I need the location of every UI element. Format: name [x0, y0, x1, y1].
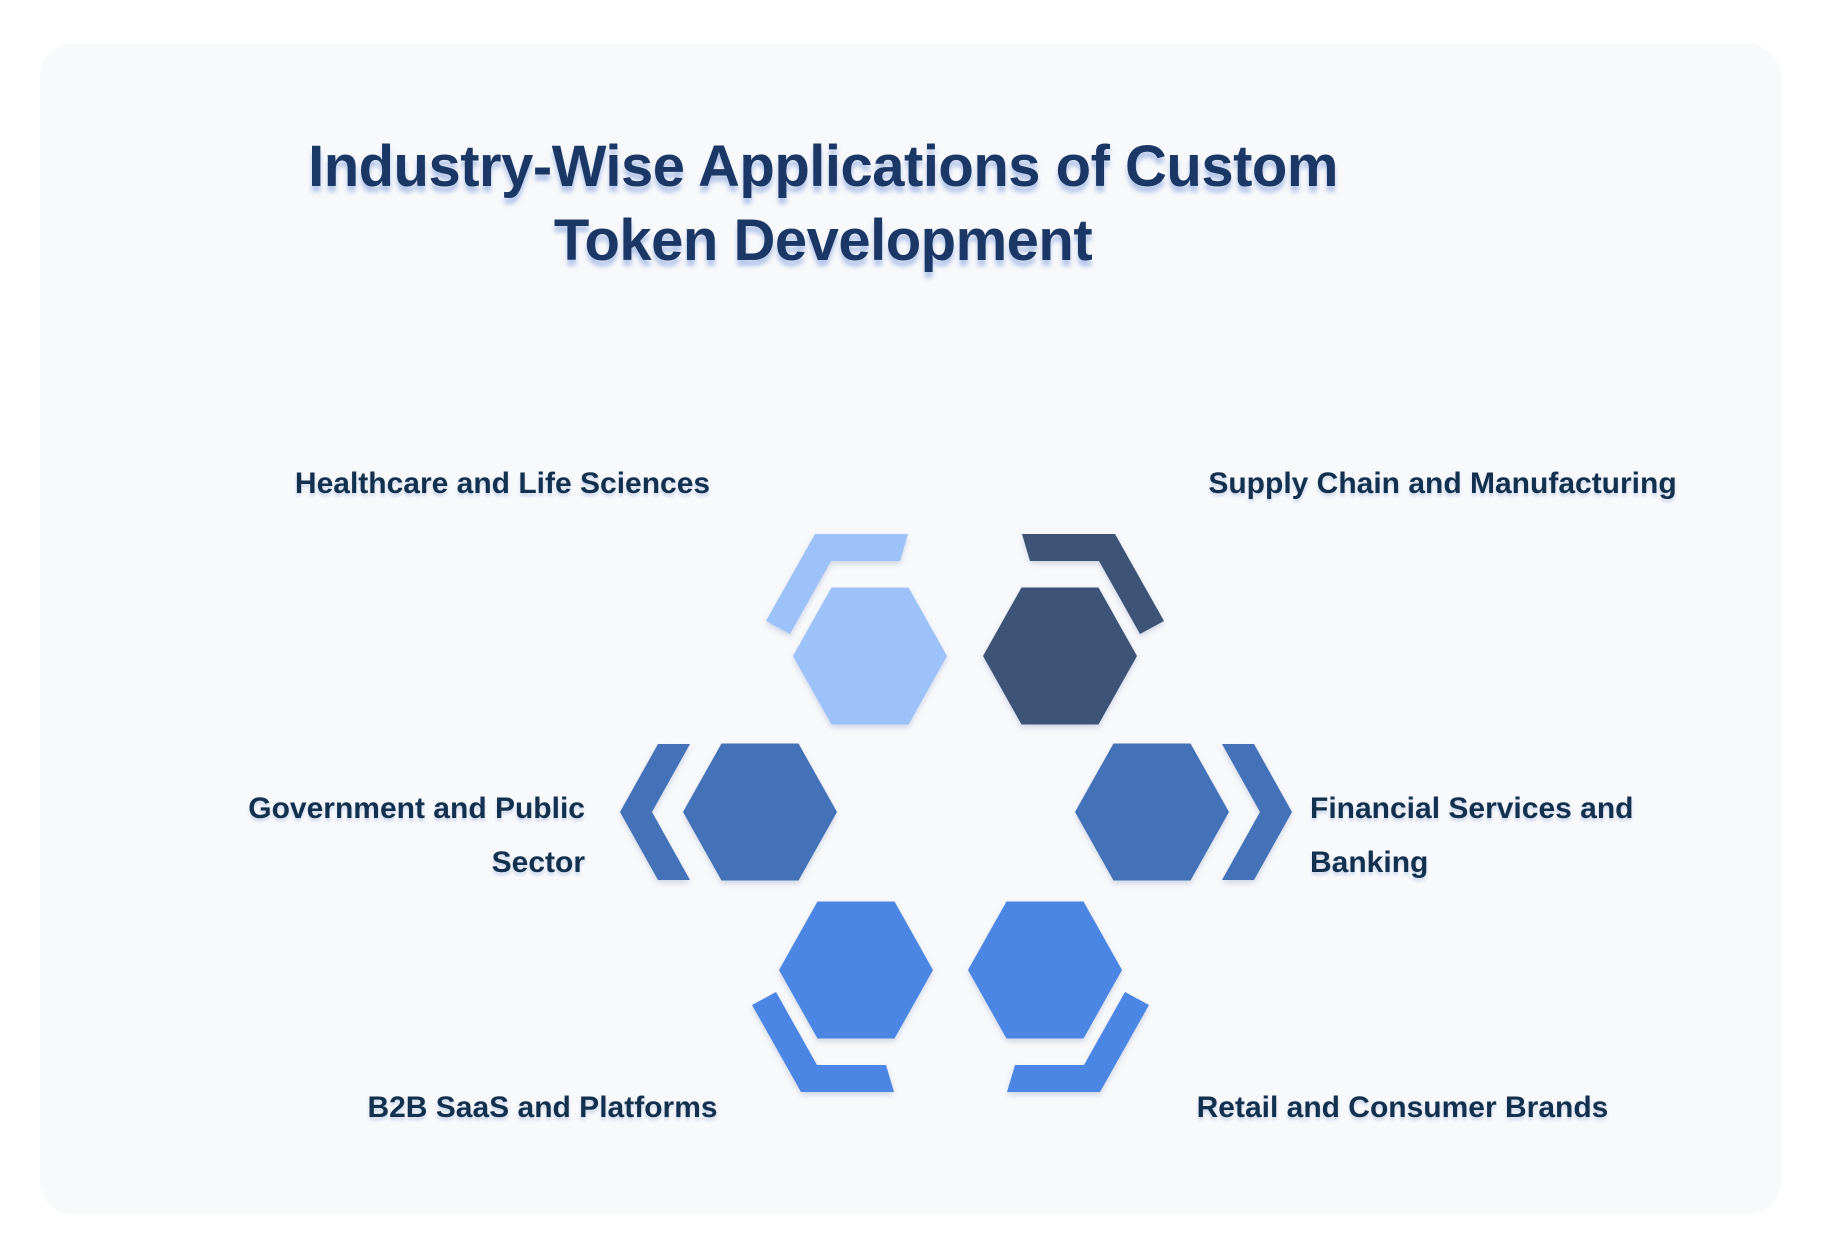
hexagon-shape: [683, 743, 837, 881]
title-line-2: Token Development: [553, 208, 1093, 273]
hexagon-shape: [1075, 743, 1229, 881]
hexagon-fragment: [766, 534, 908, 634]
label-healthcare: Healthcare and Life Sciences: [294, 467, 711, 500]
hexagon-retail-icon: [968, 901, 1149, 1092]
hexagon-shape: [968, 901, 1122, 1039]
hexagon-b2b-saas-icon: [752, 901, 933, 1092]
hexagon-supply-chain-icon: [983, 534, 1164, 725]
hexagon-shape: [983, 587, 1137, 725]
title-line-1: Industry-Wise Applications of Custom: [308, 134, 1338, 199]
label-government: Government and Public Sector: [248, 792, 585, 879]
hexagon-fragment: [1222, 744, 1292, 880]
hexagon-fragment: [620, 744, 690, 880]
label-retail: Retail and Consumer Brands: [1196, 1091, 1609, 1124]
hexagon-fragment: [1007, 992, 1149, 1092]
hexagon-healthcare-icon: [766, 534, 947, 725]
hexagon-fragment: [1022, 534, 1164, 634]
label-b2b-saas: B2B SaaS and Platforms: [367, 1091, 718, 1124]
label-supply-chain: Supply Chain and Manufacturing: [1208, 467, 1677, 500]
hexagon-shape: [779, 901, 933, 1039]
hexagon-financial-icon: [1075, 743, 1292, 881]
label-financial: Financial Services and Banking: [1310, 792, 1634, 879]
hexagon-shape: [793, 587, 947, 725]
page-title: Industry-Wise Applications of Custom Tok…: [40, 130, 1606, 278]
hexagon-government-icon: [620, 743, 837, 881]
hexagon-fragment: [752, 992, 894, 1092]
infographic-card: Industry-Wise Applications of Custom Tok…: [40, 44, 1781, 1214]
